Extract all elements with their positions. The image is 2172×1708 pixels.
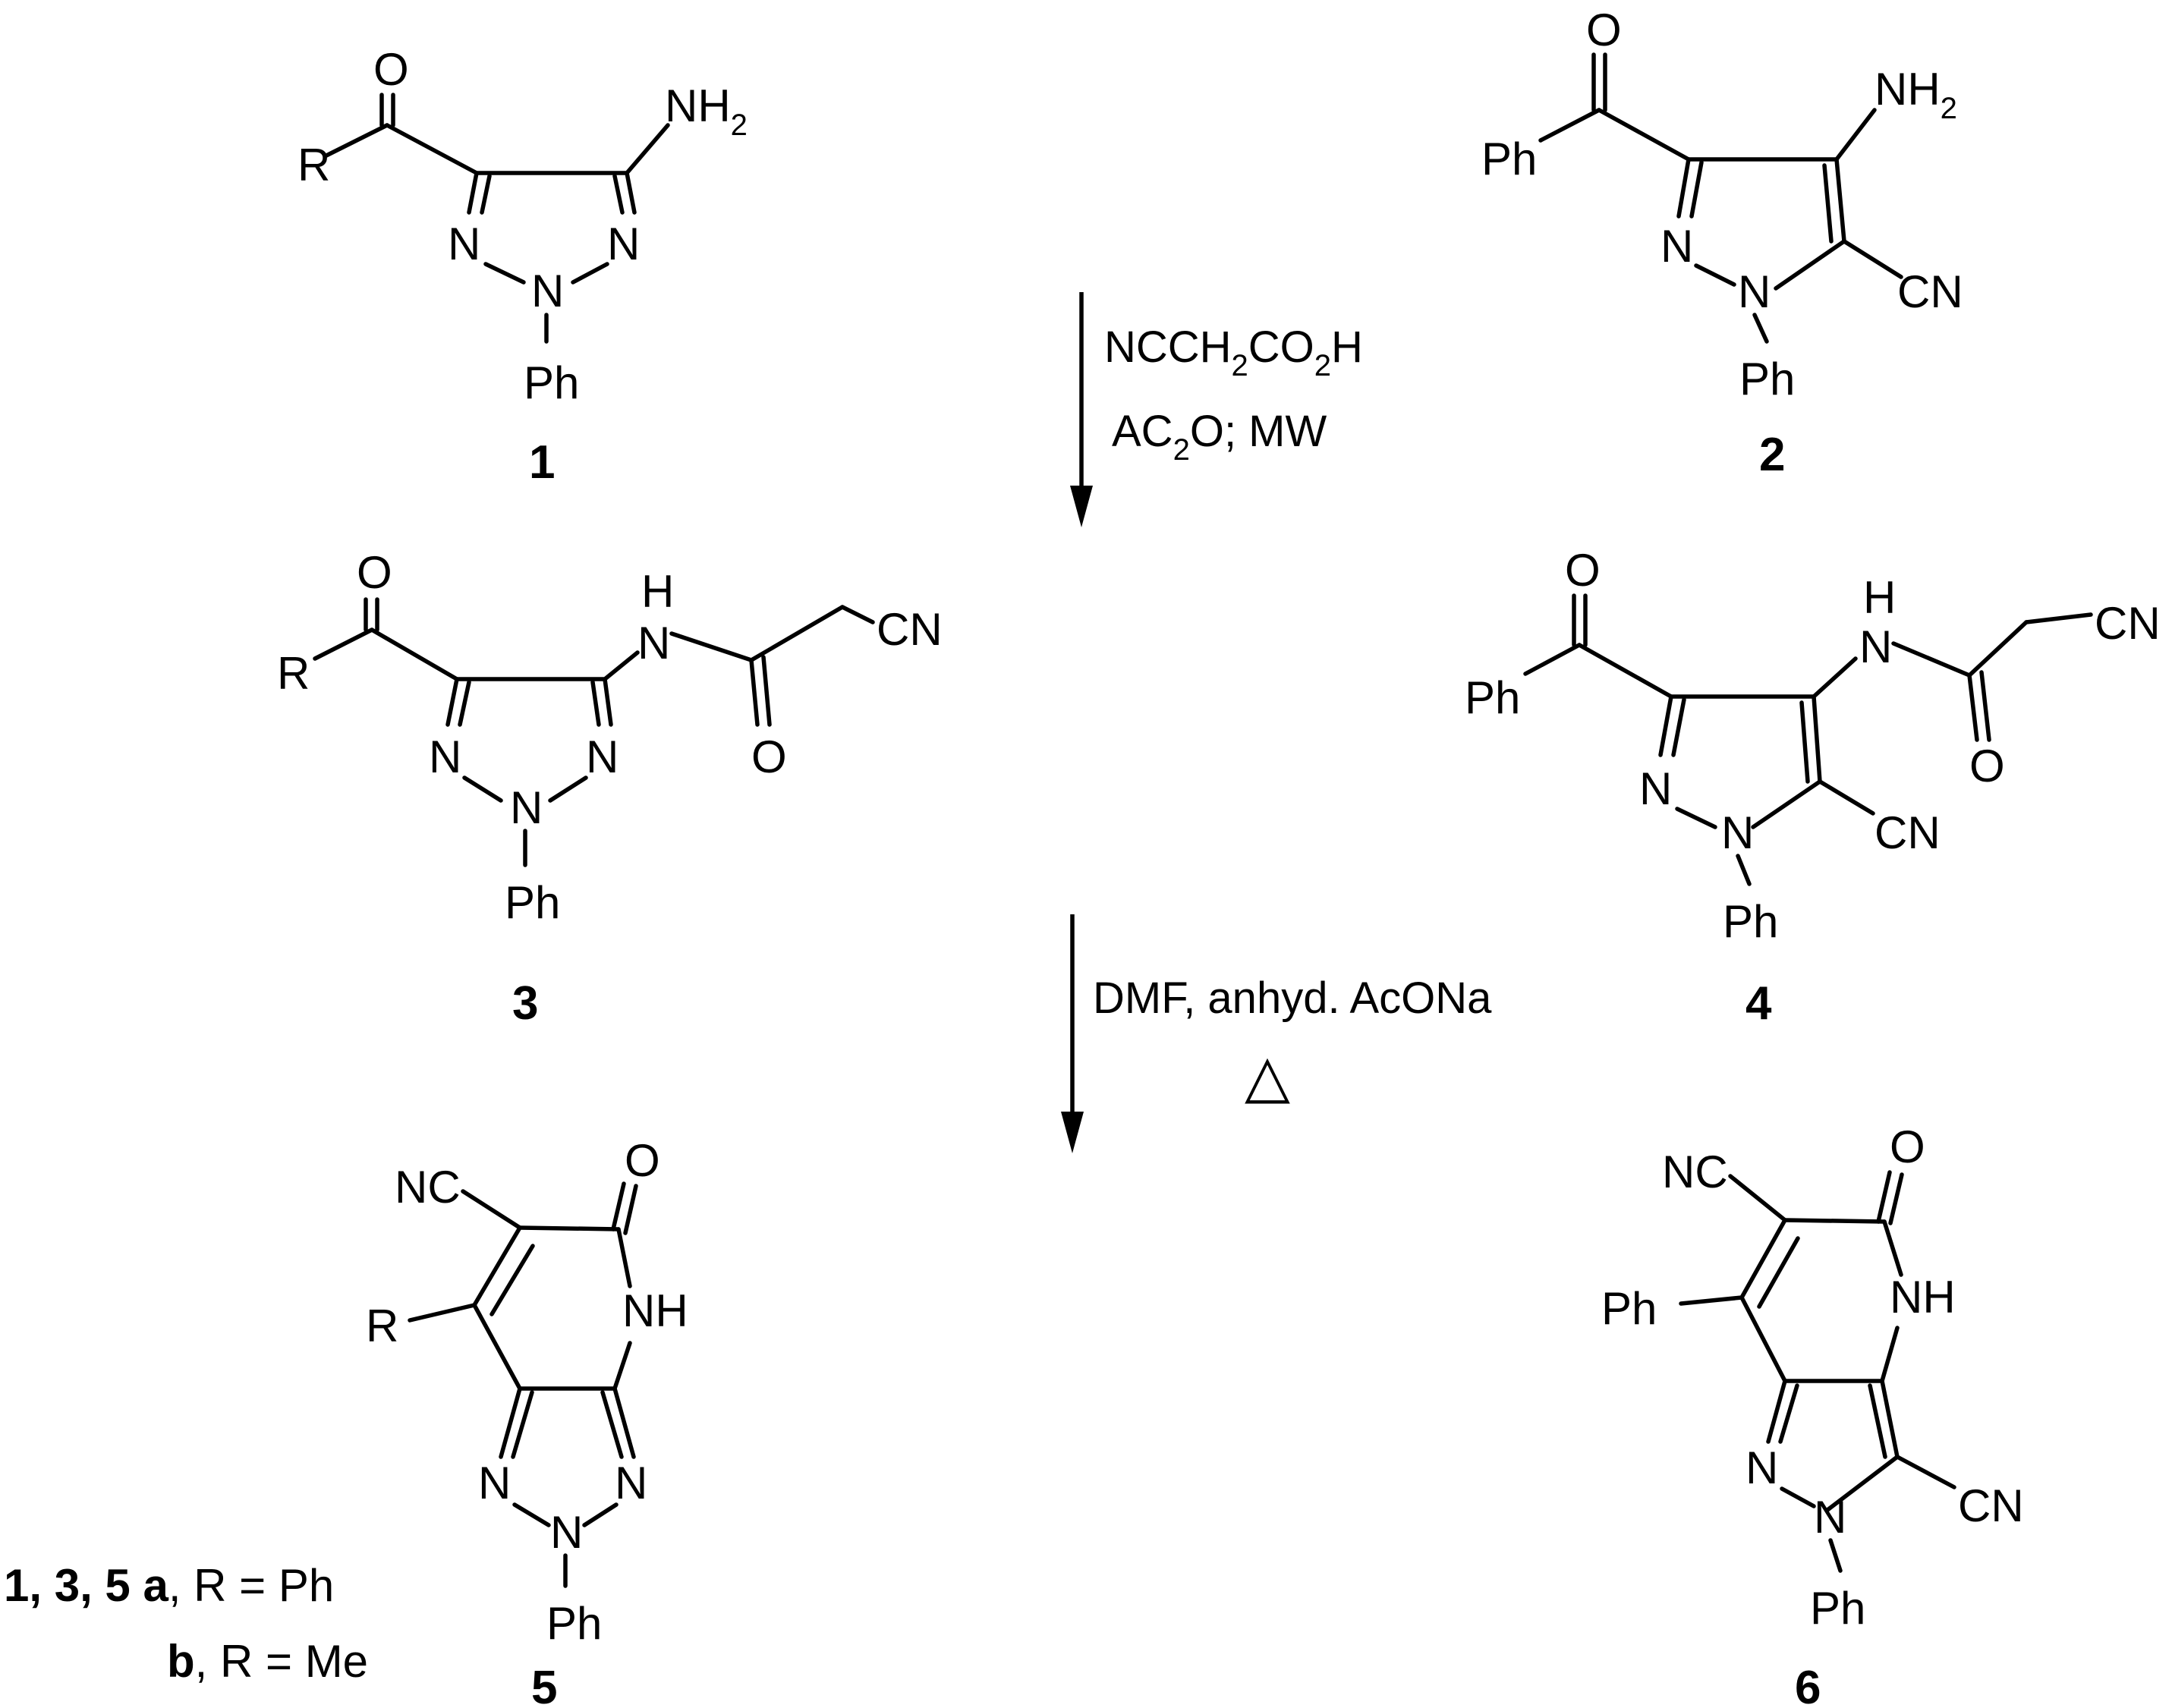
c3-amide-n: N	[637, 618, 670, 668]
legend-line-a: 1, 3, 5 a, R = Ph	[4, 1560, 334, 1611]
reagent-dmf-acona: DMF, anhyd. AcONa	[1093, 974, 1492, 1023]
c3-r-group: R	[277, 648, 310, 699]
compound-1-structure: O R NH2 N N N Ph	[297, 44, 748, 408]
c4-n1: N	[1721, 807, 1754, 858]
c1-ph: Ph	[524, 357, 579, 408]
compound-label-2: 2	[1759, 429, 1785, 481]
c1-n3: N	[448, 219, 480, 269]
c5-carbonyl-o: O	[625, 1135, 660, 1186]
c6-nc: NC	[1662, 1147, 1728, 1197]
c4-ph-ketone: Ph	[1465, 672, 1520, 723]
c5-n1: N	[615, 1458, 647, 1508]
c4-amide-o: O	[1969, 741, 2005, 791]
c3-n3: N	[429, 731, 461, 782]
c1-amino: NH2	[665, 80, 748, 142]
legend-line-b: b, R = Me	[167, 1636, 368, 1687]
c4-amide-h: H	[1863, 572, 1896, 623]
c5-n3: N	[478, 1458, 511, 1508]
c2-n1: N	[1738, 266, 1771, 317]
c2-cn: CN	[1897, 266, 1963, 317]
c4-n2: N	[1639, 763, 1672, 814]
c5-nc: NC	[395, 1162, 461, 1213]
c6-ph: Ph	[1810, 1583, 1865, 1634]
c3-carbonyl-o: O	[357, 547, 392, 598]
c6-n2: N	[1745, 1442, 1778, 1493]
arrow-1-head	[1070, 486, 1093, 527]
c6-carbonyl-o: O	[1890, 1121, 1925, 1172]
reagent-cyanoacetic-acid: NCCH2CO2H	[1104, 322, 1363, 382]
c4-cn-ring: CN	[1875, 807, 1941, 858]
reagent-ac2o-mw: AC2O; MW	[1112, 407, 1327, 467]
compound-5-structure: O NC NH R N N N Ph	[366, 1135, 688, 1649]
c6-n1: N	[1814, 1492, 1846, 1543]
c1-carbonyl-o: O	[373, 44, 409, 95]
c2-ph-ketone: Ph	[1481, 134, 1537, 184]
c6-cn-ring: CN	[1958, 1480, 2024, 1531]
c3-amide-o: O	[751, 731, 787, 782]
c1-n1: N	[607, 219, 640, 269]
c2-ph: Ph	[1739, 354, 1795, 404]
c4-cn-side: CN	[2095, 598, 2161, 649]
compound-label-5: 5	[531, 1662, 557, 1708]
reaction-step-1: NCCH2CO2H AC2O; MW	[1070, 292, 1363, 527]
c5-ph: Ph	[546, 1598, 602, 1649]
c4-amide-n: N	[1859, 621, 1892, 672]
compound-3-structure: O R H N CN O N N N Ph	[277, 547, 943, 928]
arrow-2-head	[1061, 1112, 1084, 1153]
c5-n2: N	[550, 1507, 583, 1558]
c6-ph-7: Ph	[1601, 1283, 1657, 1334]
compound-label-3: 3	[512, 977, 538, 1030]
c2-amino: NH2	[1875, 64, 1957, 125]
c2-n2: N	[1660, 221, 1693, 272]
c1-n2: N	[531, 266, 564, 316]
c6-ring-nh: NH	[1890, 1272, 1956, 1323]
heat-icon: △	[1245, 1043, 1290, 1109]
c3-amide-h: H	[641, 566, 674, 617]
substituent-legend: 1, 3, 5 a, R = Ph b, R = Me	[4, 1560, 368, 1687]
compound-label-6: 6	[1795, 1662, 1821, 1708]
c1-r-group: R	[297, 140, 330, 190]
c3-cn: CN	[877, 604, 943, 655]
c2-carbonyl-o: O	[1586, 5, 1622, 55]
reaction-step-2: DMF, anhyd. AcONa △	[1061, 914, 1492, 1153]
c4-ph: Ph	[1723, 896, 1778, 947]
c5-r-group: R	[366, 1301, 398, 1351]
compound-2-structure: O Ph NH2 N CN N Ph	[1481, 5, 1963, 404]
c4-carbonyl-o: O	[1565, 545, 1601, 596]
compound-label-4: 4	[1745, 977, 1772, 1030]
c3-n1: N	[586, 731, 619, 782]
c5-ring-nh: NH	[622, 1285, 688, 1336]
c3-n2: N	[510, 782, 543, 833]
compound-6-structure: O NC NH Ph N CN N Ph	[1601, 1121, 2024, 1634]
c3-ph: Ph	[505, 877, 560, 928]
compound-4-structure: O Ph H N CN O N CN N Ph	[1465, 545, 2161, 947]
compound-label-1: 1	[529, 436, 555, 489]
